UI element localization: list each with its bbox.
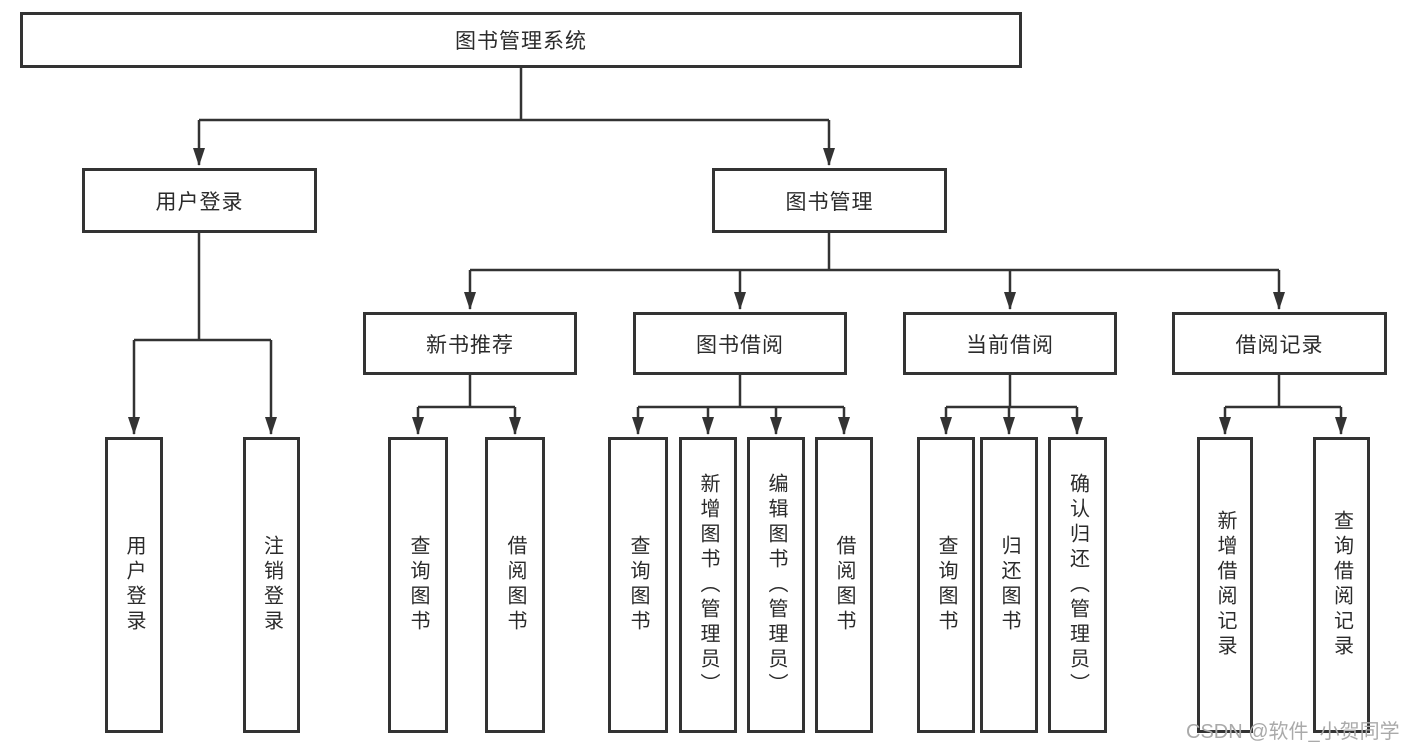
node-query-books: 查询图书: [608, 437, 668, 733]
node-edit-book-admin: 编辑图书（管理员）: [747, 437, 805, 733]
node-add-book-admin: 新增图书（管理员）: [679, 437, 737, 733]
node-user-login-leaf: 用户登录: [105, 437, 163, 733]
node-confirm-return-admin: 确认归还（管理员）: [1048, 437, 1107, 733]
node-book-management: 图书管理: [712, 168, 947, 233]
node-borrow-books: 借阅图书: [485, 437, 545, 733]
node-borrowing-records: 借阅记录: [1172, 312, 1387, 375]
node-user-login: 用户登录: [82, 168, 317, 233]
csdn-watermark: CSDN @软件_小贺同学: [1186, 721, 1400, 743]
node-query-borrow-record: 查询借阅记录: [1313, 437, 1370, 733]
node-new-book-recommendation: 新书推荐: [363, 312, 577, 375]
node-borrow-books: 借阅图书: [815, 437, 873, 733]
node-logout: 注销登录: [243, 437, 300, 733]
node-book-borrowing: 图书借阅: [633, 312, 847, 375]
node-add-borrow-record: 新增借阅记录: [1197, 437, 1253, 733]
node-query-books: 查询图书: [917, 437, 975, 733]
node-return-books: 归还图书: [980, 437, 1038, 733]
node-library-system: 图书管理系统: [20, 12, 1022, 68]
node-current-borrowing: 当前借阅: [903, 312, 1117, 375]
node-query-books: 查询图书: [388, 437, 448, 733]
